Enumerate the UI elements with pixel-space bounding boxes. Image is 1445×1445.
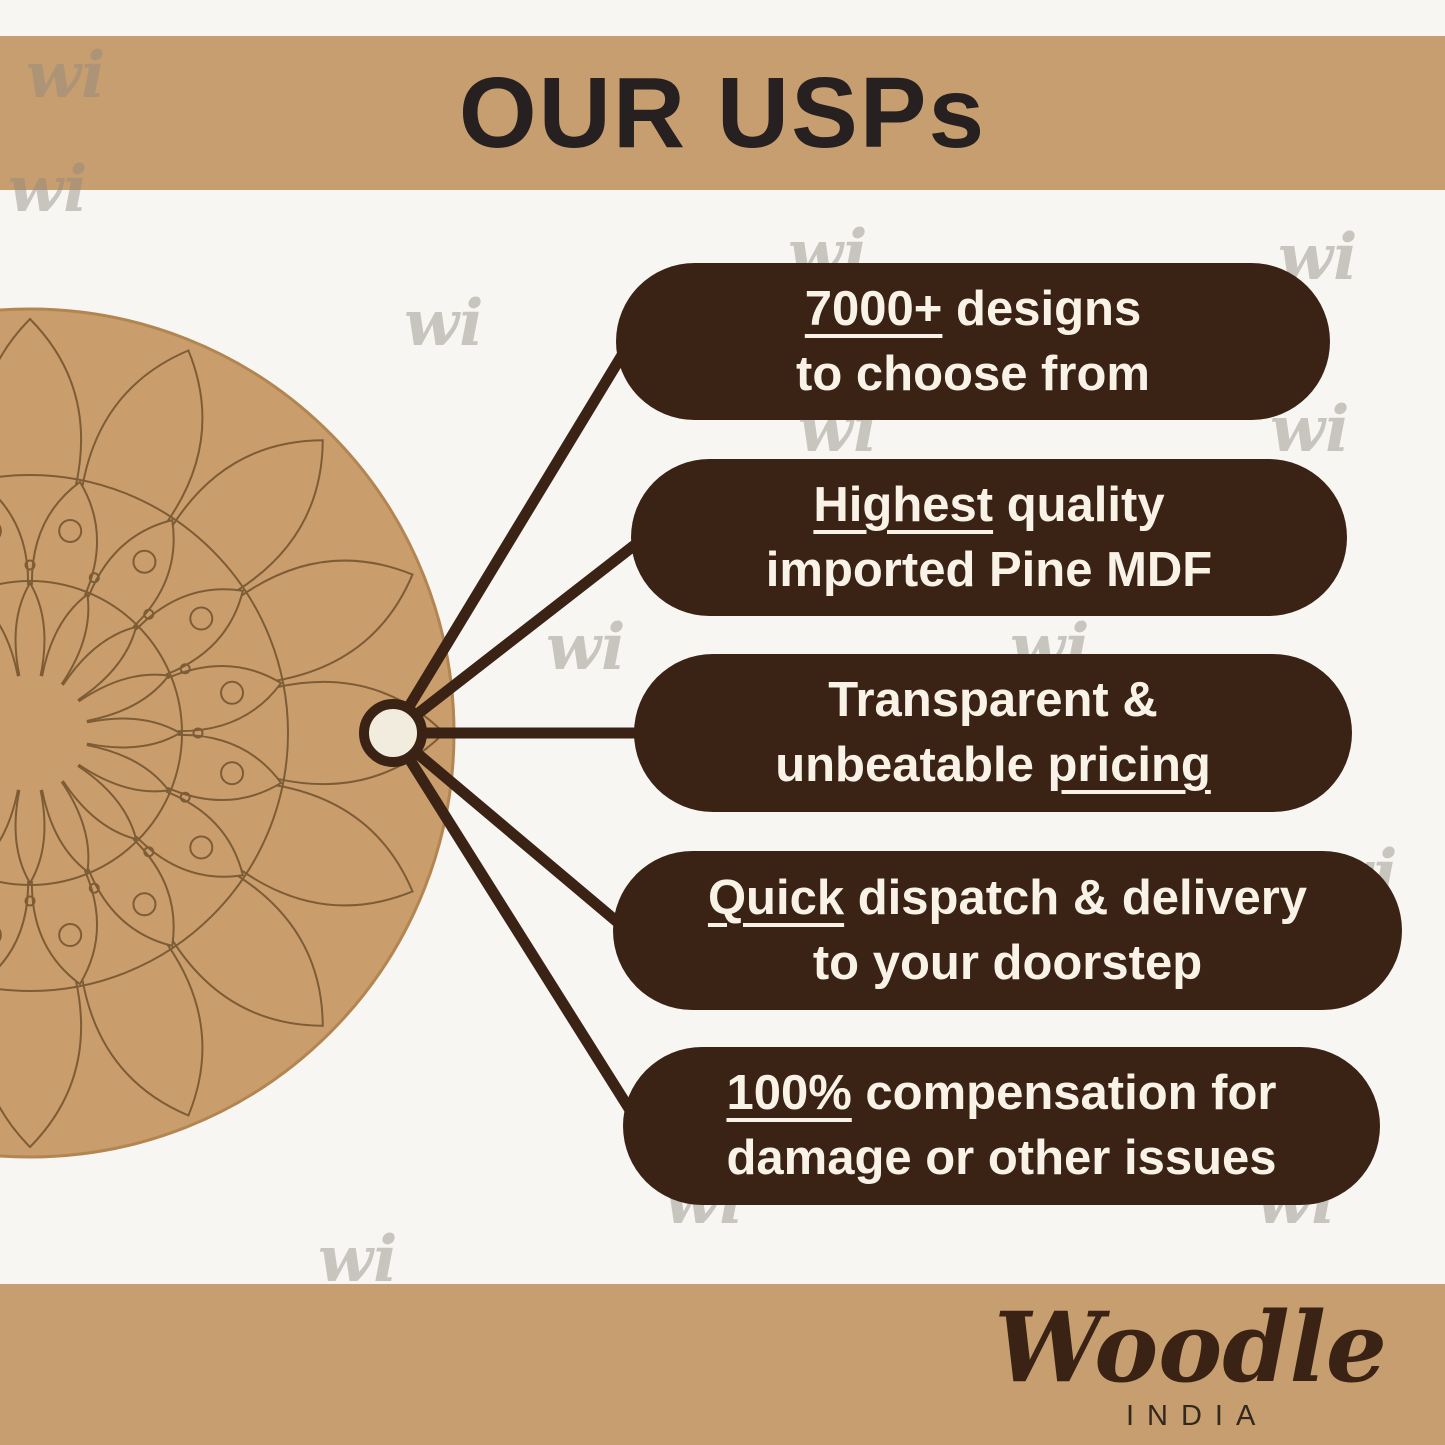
usp-text: to your doorstep bbox=[812, 935, 1203, 990]
mandala-petal bbox=[135, 588, 245, 676]
usp-line: imported Pine MDF bbox=[766, 538, 1212, 603]
mandala-petal bbox=[135, 790, 245, 878]
usp-text: damage or other issues bbox=[726, 1131, 1277, 1185]
mandala-petal bbox=[171, 874, 324, 1027]
brand-logo: Woodle INDIA bbox=[994, 1300, 1387, 1433]
usp-line: 100% compensation for bbox=[726, 1061, 1276, 1126]
usp-text: to choose from bbox=[796, 346, 1150, 401]
mandala-circle-detail bbox=[0, 524, 2, 538]
mandala-petal bbox=[14, 789, 46, 885]
usp-line: to choose from bbox=[796, 342, 1150, 407]
mandala-petal bbox=[41, 592, 90, 685]
usp-text-underlined: 7000+ bbox=[804, 281, 943, 336]
footer-band bbox=[0, 1284, 1445, 1445]
mandala-circle-detail bbox=[220, 680, 245, 705]
mandala-petal bbox=[41, 781, 90, 874]
mandala-petal bbox=[87, 518, 175, 628]
usp-text: quality bbox=[993, 477, 1165, 532]
usp-text: dispatch & delivery bbox=[844, 870, 1308, 925]
usp-capsule-quality: Highest quality imported Pine MDF bbox=[631, 459, 1347, 616]
mandala-circle-detail bbox=[0, 928, 2, 942]
mandala-ring bbox=[0, 580, 183, 886]
mandala-petal bbox=[167, 665, 283, 733]
mandala-dot bbox=[88, 572, 100, 584]
header-band: OUR USPs bbox=[0, 36, 1445, 190]
usp-line: unbeatable pricing bbox=[775, 733, 1211, 798]
brand-watermark: wi bbox=[546, 610, 626, 685]
mandala-petal bbox=[240, 559, 414, 682]
mandala-petal bbox=[14, 581, 46, 677]
usp-line: Transparent & bbox=[828, 668, 1157, 733]
mandala-petal bbox=[277, 680, 446, 786]
usp-text-underlined: Highest bbox=[813, 477, 994, 532]
mandala-petal bbox=[87, 838, 175, 948]
mandala-circle-detail bbox=[189, 606, 214, 631]
connector-line bbox=[387, 727, 634, 937]
brand-name: Woodle bbox=[994, 1291, 1387, 1404]
mandala-petal bbox=[0, 623, 19, 677]
mandala-circle-detail bbox=[189, 835, 214, 860]
page-title: OUR USPs bbox=[458, 56, 987, 169]
mandala-petal bbox=[62, 625, 138, 701]
usp-line: damage or other issues bbox=[726, 1126, 1276, 1191]
mandala-dot bbox=[179, 791, 191, 803]
mandala-circle-detail bbox=[132, 549, 157, 574]
mandala-dot bbox=[24, 559, 36, 571]
usp-capsule-compensation: 100% compensation for damage or other is… bbox=[623, 1047, 1380, 1205]
connector-line bbox=[387, 531, 651, 739]
usp-text-underlined: Quick bbox=[707, 870, 845, 925]
mandala-dot bbox=[143, 608, 155, 620]
mandala-petal bbox=[86, 717, 182, 749]
connector-line bbox=[387, 336, 636, 739]
usp-line: Highest quality bbox=[813, 473, 1164, 538]
usp-capsule-designs: 7000+ designs to choose from bbox=[616, 263, 1330, 420]
usp-line: 7000+ designs bbox=[805, 277, 1141, 342]
mandala-circle-detail bbox=[132, 892, 157, 917]
connector-line bbox=[387, 727, 646, 1132]
mandala-petal bbox=[30, 480, 98, 596]
usp-capsule-delivery: Quick dispatch & delivery to your doorst… bbox=[613, 851, 1402, 1010]
mandala-dot bbox=[192, 727, 204, 739]
mandala-petal bbox=[167, 733, 283, 801]
mandala-petal bbox=[0, 980, 83, 1149]
mandala-circle-detail bbox=[58, 518, 83, 543]
usp-line: to your doorstep bbox=[813, 931, 1202, 996]
usp-capsule-pricing: Transparent & unbeatable pricing bbox=[634, 654, 1352, 812]
mandala-circle-detail bbox=[220, 761, 245, 786]
brand-watermark: wi bbox=[318, 1222, 398, 1297]
mandala-petal bbox=[0, 880, 30, 968]
mandala-petal bbox=[30, 870, 98, 986]
mandala-petal bbox=[0, 789, 19, 843]
mandala-petal bbox=[62, 765, 138, 841]
mandala-dot bbox=[179, 663, 191, 675]
mandala-petal bbox=[81, 943, 204, 1117]
mdf-board-circle bbox=[0, 307, 456, 1159]
mandala-petal bbox=[171, 439, 324, 592]
mandala-petal bbox=[0, 498, 30, 586]
mandala-petal bbox=[78, 744, 171, 793]
mandala-dot bbox=[143, 846, 155, 858]
mandala-circle-detail bbox=[58, 923, 83, 948]
usp-text: compensation for bbox=[851, 1066, 1277, 1121]
usp-text: imported Pine MDF bbox=[765, 542, 1213, 597]
usp-text: unbeatable bbox=[775, 738, 1048, 792]
mandala-dot bbox=[24, 895, 36, 907]
usp-line: Quick dispatch & delivery bbox=[708, 866, 1307, 931]
mandala-ring bbox=[0, 474, 289, 992]
usp-text-underlined: 100% bbox=[726, 1066, 852, 1121]
connector-hub bbox=[359, 699, 427, 767]
usp-text-underlined: pricing bbox=[1047, 738, 1211, 792]
mandala-petal bbox=[0, 317, 83, 486]
brand-watermark: wi bbox=[404, 286, 484, 361]
mandala-petal bbox=[240, 784, 414, 907]
usp-text: Transparent & bbox=[828, 673, 1158, 728]
mandala-petal bbox=[78, 673, 171, 722]
mandala-dot bbox=[88, 882, 100, 894]
mandala-petal bbox=[81, 349, 204, 523]
usp-text: designs bbox=[942, 281, 1142, 336]
brand-country: INDIA bbox=[1125, 1400, 1269, 1432]
